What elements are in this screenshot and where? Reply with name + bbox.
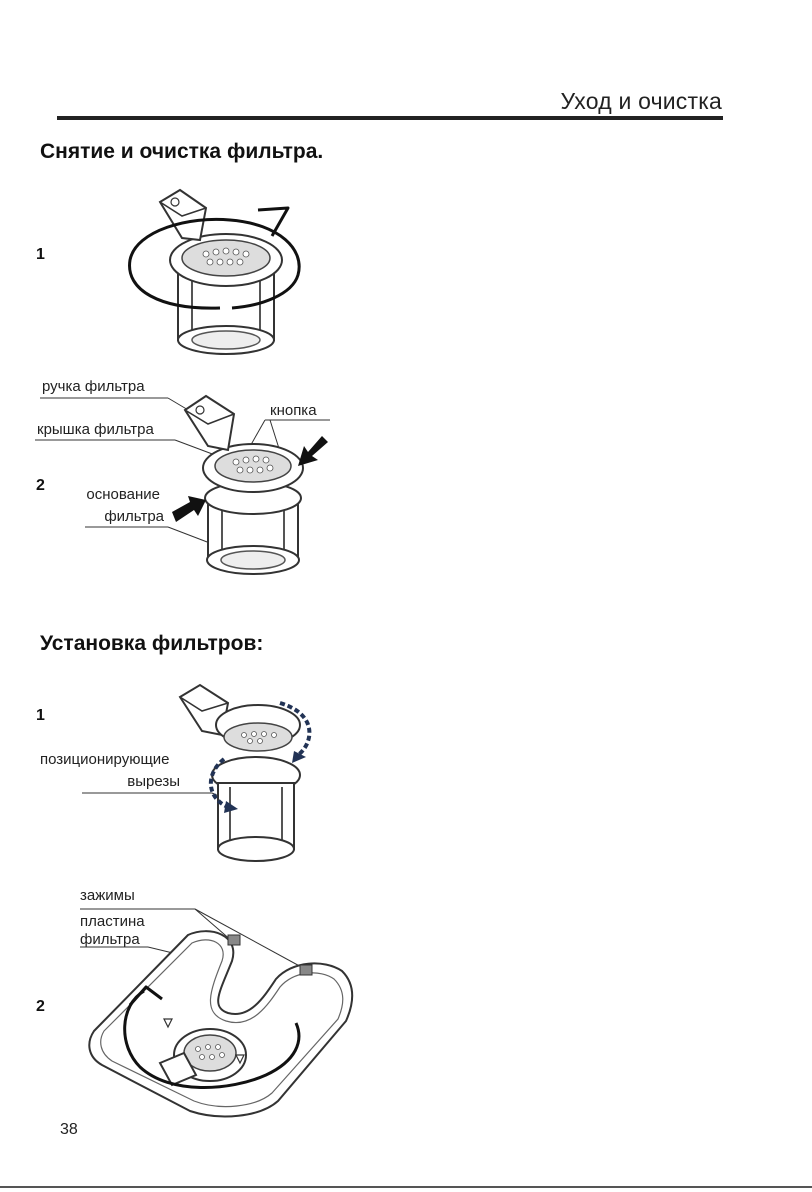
filter-rotate-illustration — [120, 180, 320, 360]
install-step-number-1: 1 — [36, 707, 45, 725]
footer-divider — [0, 1186, 812, 1188]
install-step-number-2: 2 — [36, 998, 45, 1016]
step-number-1: 1 — [36, 246, 45, 264]
page-number: 38 — [60, 1121, 78, 1139]
filter-parts-illustration — [0, 360, 360, 590]
header-divider — [57, 116, 723, 120]
filter-alignment-illustration — [80, 675, 350, 875]
filter-plate-illustration — [60, 895, 370, 1135]
section-title-removal: Снятие и очистка фильтра. — [40, 140, 323, 164]
section-title-installation: Установка фильтров: — [40, 632, 263, 656]
page-header-title: Уход и очистка — [561, 88, 722, 115]
